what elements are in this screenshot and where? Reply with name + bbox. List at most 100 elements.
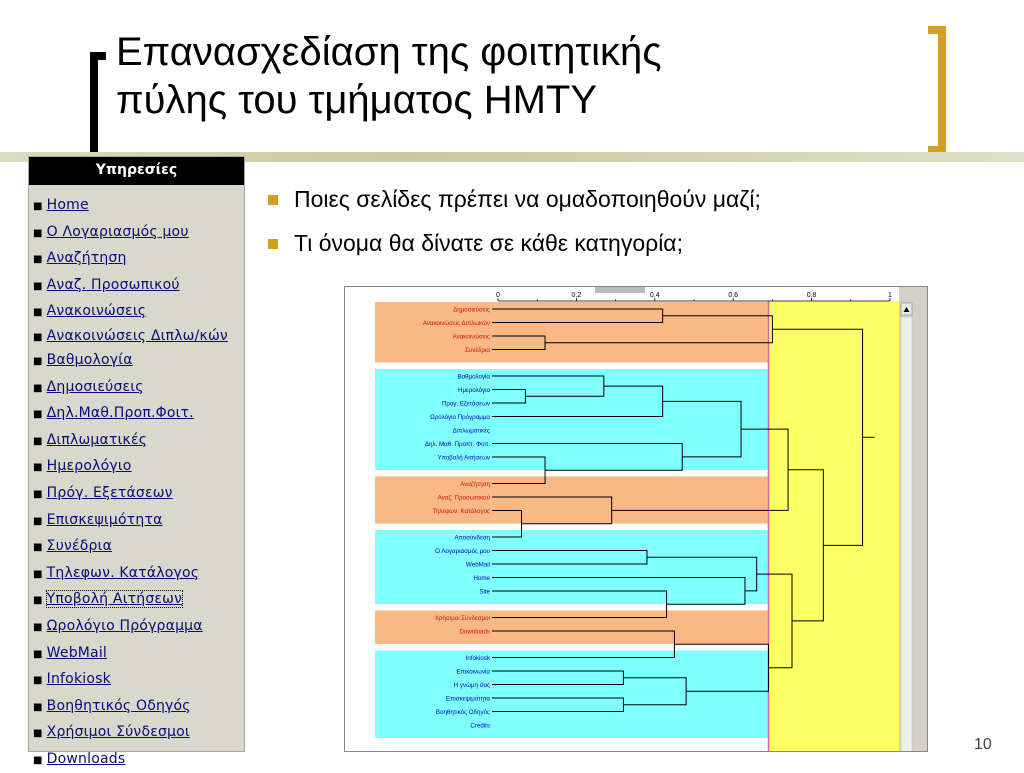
x-tick-label: 0.8 <box>807 292 817 299</box>
services-menu-link[interactable]: Ανακοινώσεις Διπλω/κών <box>46 327 228 344</box>
leaf-label: Δηλ. Μαθ. Προπτ. Φοιτ. <box>425 441 490 448</box>
services-menu-item[interactable]: ■Βοηθητικός Οδηγός <box>33 694 243 721</box>
services-menu-item[interactable]: ■Downloads <box>33 747 243 773</box>
cluster-band <box>375 530 769 604</box>
services-menu-item[interactable]: ■Home <box>33 193 243 220</box>
services-menu-item[interactable]: ■Συνέδρια <box>33 534 243 561</box>
leaf-label: Credits <box>470 723 490 730</box>
cluster-band <box>375 476 769 524</box>
services-menu-link[interactable]: Ανακοινώσεις <box>46 303 147 320</box>
bullet-dot-icon: ■ <box>33 648 43 660</box>
services-menu-link[interactable]: Downloads <box>46 750 126 767</box>
leaf-label: Ανακοινώσεις <box>453 334 490 341</box>
services-menu-item[interactable]: ■Βαθμολογία <box>33 348 243 375</box>
services-menu-link[interactable]: Ημερολόγιο <box>46 458 132 475</box>
services-menu-item[interactable]: ■Αναζήτηση <box>33 246 243 273</box>
leaf-label: Home <box>473 575 490 582</box>
services-menu-link[interactable]: Αναζήτηση <box>46 250 127 267</box>
bullet-text: Ποιες σελίδες πρέπει να ομαδοποιηθούν μα… <box>294 186 761 212</box>
services-menu-link[interactable]: Πρόγ. Εξετάσεων <box>46 484 173 501</box>
services-menu-link[interactable]: Δημοσιεύσεις <box>46 378 144 395</box>
services-menu-link[interactable]: Αναζ. Προσωπικού <box>46 276 180 293</box>
bullet-dot-icon: ■ <box>33 355 43 367</box>
bullet-dot-icon: ■ <box>33 331 43 343</box>
leaf-label: Ημερολόγιο <box>458 387 491 394</box>
title-divider-bar <box>0 152 1024 162</box>
services-menu-link[interactable]: Δηλ.Μαθ.Προπ.Φοιτ. <box>46 405 194 422</box>
services-menu-item[interactable]: ■Ανακοινώσεις <box>33 299 243 326</box>
x-tick-label: 1 <box>888 292 892 299</box>
threshold-region <box>768 301 899 751</box>
services-menu-item[interactable]: ■Επισκεψιμότητα <box>33 508 243 535</box>
bullet-dot-icon: ■ <box>33 435 43 447</box>
leaf-label: Χρήσιμοι Σύνδεσμοι <box>435 615 491 622</box>
services-menu-link[interactable]: Ο Λογαριασμός μου <box>46 223 189 240</box>
dendrogram-link <box>646 556 758 592</box>
slide-title-line-1: Επανασχεδίαση της φοιτητικής <box>116 30 662 74</box>
services-menu-link[interactable]: Διπλωματικές <box>46 431 148 448</box>
bullet-dot-icon: ■ <box>33 621 43 633</box>
services-menu-header: Υπηρεσίες <box>29 157 244 185</box>
bullet-dot-icon: ■ <box>33 568 43 580</box>
leaf-label: Αποσύνδεση <box>454 535 490 542</box>
bullet-dot-icon: ■ <box>33 227 43 239</box>
scroll-up-arrow-icon <box>903 307 910 312</box>
bullet-dot-icon: ■ <box>33 728 43 740</box>
services-menu-item[interactable]: ■Υποβολή Αιτήσεων <box>33 587 243 614</box>
services-menu-link[interactable]: Τηλεφων. Κατάλογος <box>46 564 200 581</box>
services-menu-item[interactable]: ■Διπλωματικές <box>33 428 243 455</box>
dendrogram-link <box>492 456 546 484</box>
bullet-square-icon <box>268 195 278 205</box>
services-menu-link[interactable]: Συνέδρια <box>46 538 113 555</box>
services-menu-item[interactable]: ■Ημερολόγιο <box>33 454 243 481</box>
leaf-label: Η γνώμη σας <box>454 682 490 689</box>
bullet-dot-icon: ■ <box>33 542 43 554</box>
leaf-label: Υποβολή Αιτήσεων <box>438 455 490 462</box>
bullet-dot-icon: ■ <box>33 754 43 766</box>
services-menu-item[interactable]: ■Δηλ.Μαθ.Προπ.Φοιτ. <box>33 401 243 428</box>
services-menu-link[interactable]: Βοηθητικός Οδηγός <box>46 697 191 714</box>
bullet-dot-icon: ■ <box>33 675 43 687</box>
x-tick-label: 0 <box>496 292 500 299</box>
services-menu-item[interactable]: ■Ωρολόγιο Πρόγραμμα <box>33 614 243 641</box>
services-menu-item[interactable]: ■Infokiosk <box>33 667 243 694</box>
bullet-dot-icon: ■ <box>33 280 43 292</box>
bullet-dot-icon: ■ <box>33 201 43 212</box>
services-menu-link[interactable]: Επισκεψιμότητα <box>46 511 163 528</box>
bullet-dot-icon: ■ <box>33 382 43 394</box>
leaf-label: Αναζήτηση <box>460 481 490 488</box>
bullet-dot-icon: ■ <box>33 462 43 474</box>
services-menu-item[interactable]: ■WebMail <box>33 641 243 668</box>
bullet-dot-icon: ■ <box>33 488 43 500</box>
services-menu-item[interactable]: ■Αναζ. Προσωπικού <box>33 273 243 300</box>
services-menu-item[interactable]: ■Χρήσιμοι Σύνδεσμοι <box>33 720 243 747</box>
services-menu-link[interactable]: WebMail <box>46 644 108 661</box>
leaf-label: WebMail <box>466 562 490 569</box>
slide-title-line-2: πύλης του τμήματος ΗΜΤΥ <box>116 78 598 122</box>
services-menu-panel: Υπηρεσίες ■Home■Ο Λογαριασμός μου■Αναζήτ… <box>28 156 245 767</box>
leaf-label: Βαθμολογία <box>457 374 490 381</box>
bullet-dot-icon: ■ <box>33 254 43 266</box>
dendrogram-link <box>674 643 769 692</box>
scrollbar-groove <box>900 316 913 751</box>
leaf-label: Ο Λογαριασμός μου <box>435 548 490 555</box>
page-number: 10 <box>974 736 992 753</box>
bullet-dot-icon: ■ <box>33 595 43 607</box>
services-menu-item[interactable]: ■Δημοσιεύσεις <box>33 375 243 402</box>
services-menu-item[interactable]: ■Ο Λογαριασμός μου <box>33 220 243 247</box>
services-menu-item[interactable]: ■Πρόγ. Εξετάσεων <box>33 481 243 508</box>
cluster-band <box>375 650 769 738</box>
services-menu-link[interactable]: Υποβολή Αιτήσεων <box>45 590 184 609</box>
services-menu-link[interactable]: Βαθμολογία <box>46 351 133 368</box>
services-menu-link[interactable]: Ωρολόγιο Πρόγραμμα <box>46 617 203 634</box>
services-menu-item[interactable]: ■Τηλεφων. Κατάλογος <box>33 561 243 588</box>
right-bracket-decoration <box>928 26 946 154</box>
leaf-label: Προγ. Εξετάσεων <box>442 401 490 408</box>
cluster-band <box>375 610 769 644</box>
services-menu-link[interactable]: Χρήσιμοι Σύνδεσμοι <box>46 724 190 741</box>
services-menu-link[interactable]: Infokiosk <box>46 671 111 688</box>
bullet-dot-icon: ■ <box>33 515 43 527</box>
services-menu-link[interactable]: Home <box>46 197 89 213</box>
services-menu-item[interactable]: ■Ανακοινώσεις Διπλω/κών <box>33 326 243 348</box>
